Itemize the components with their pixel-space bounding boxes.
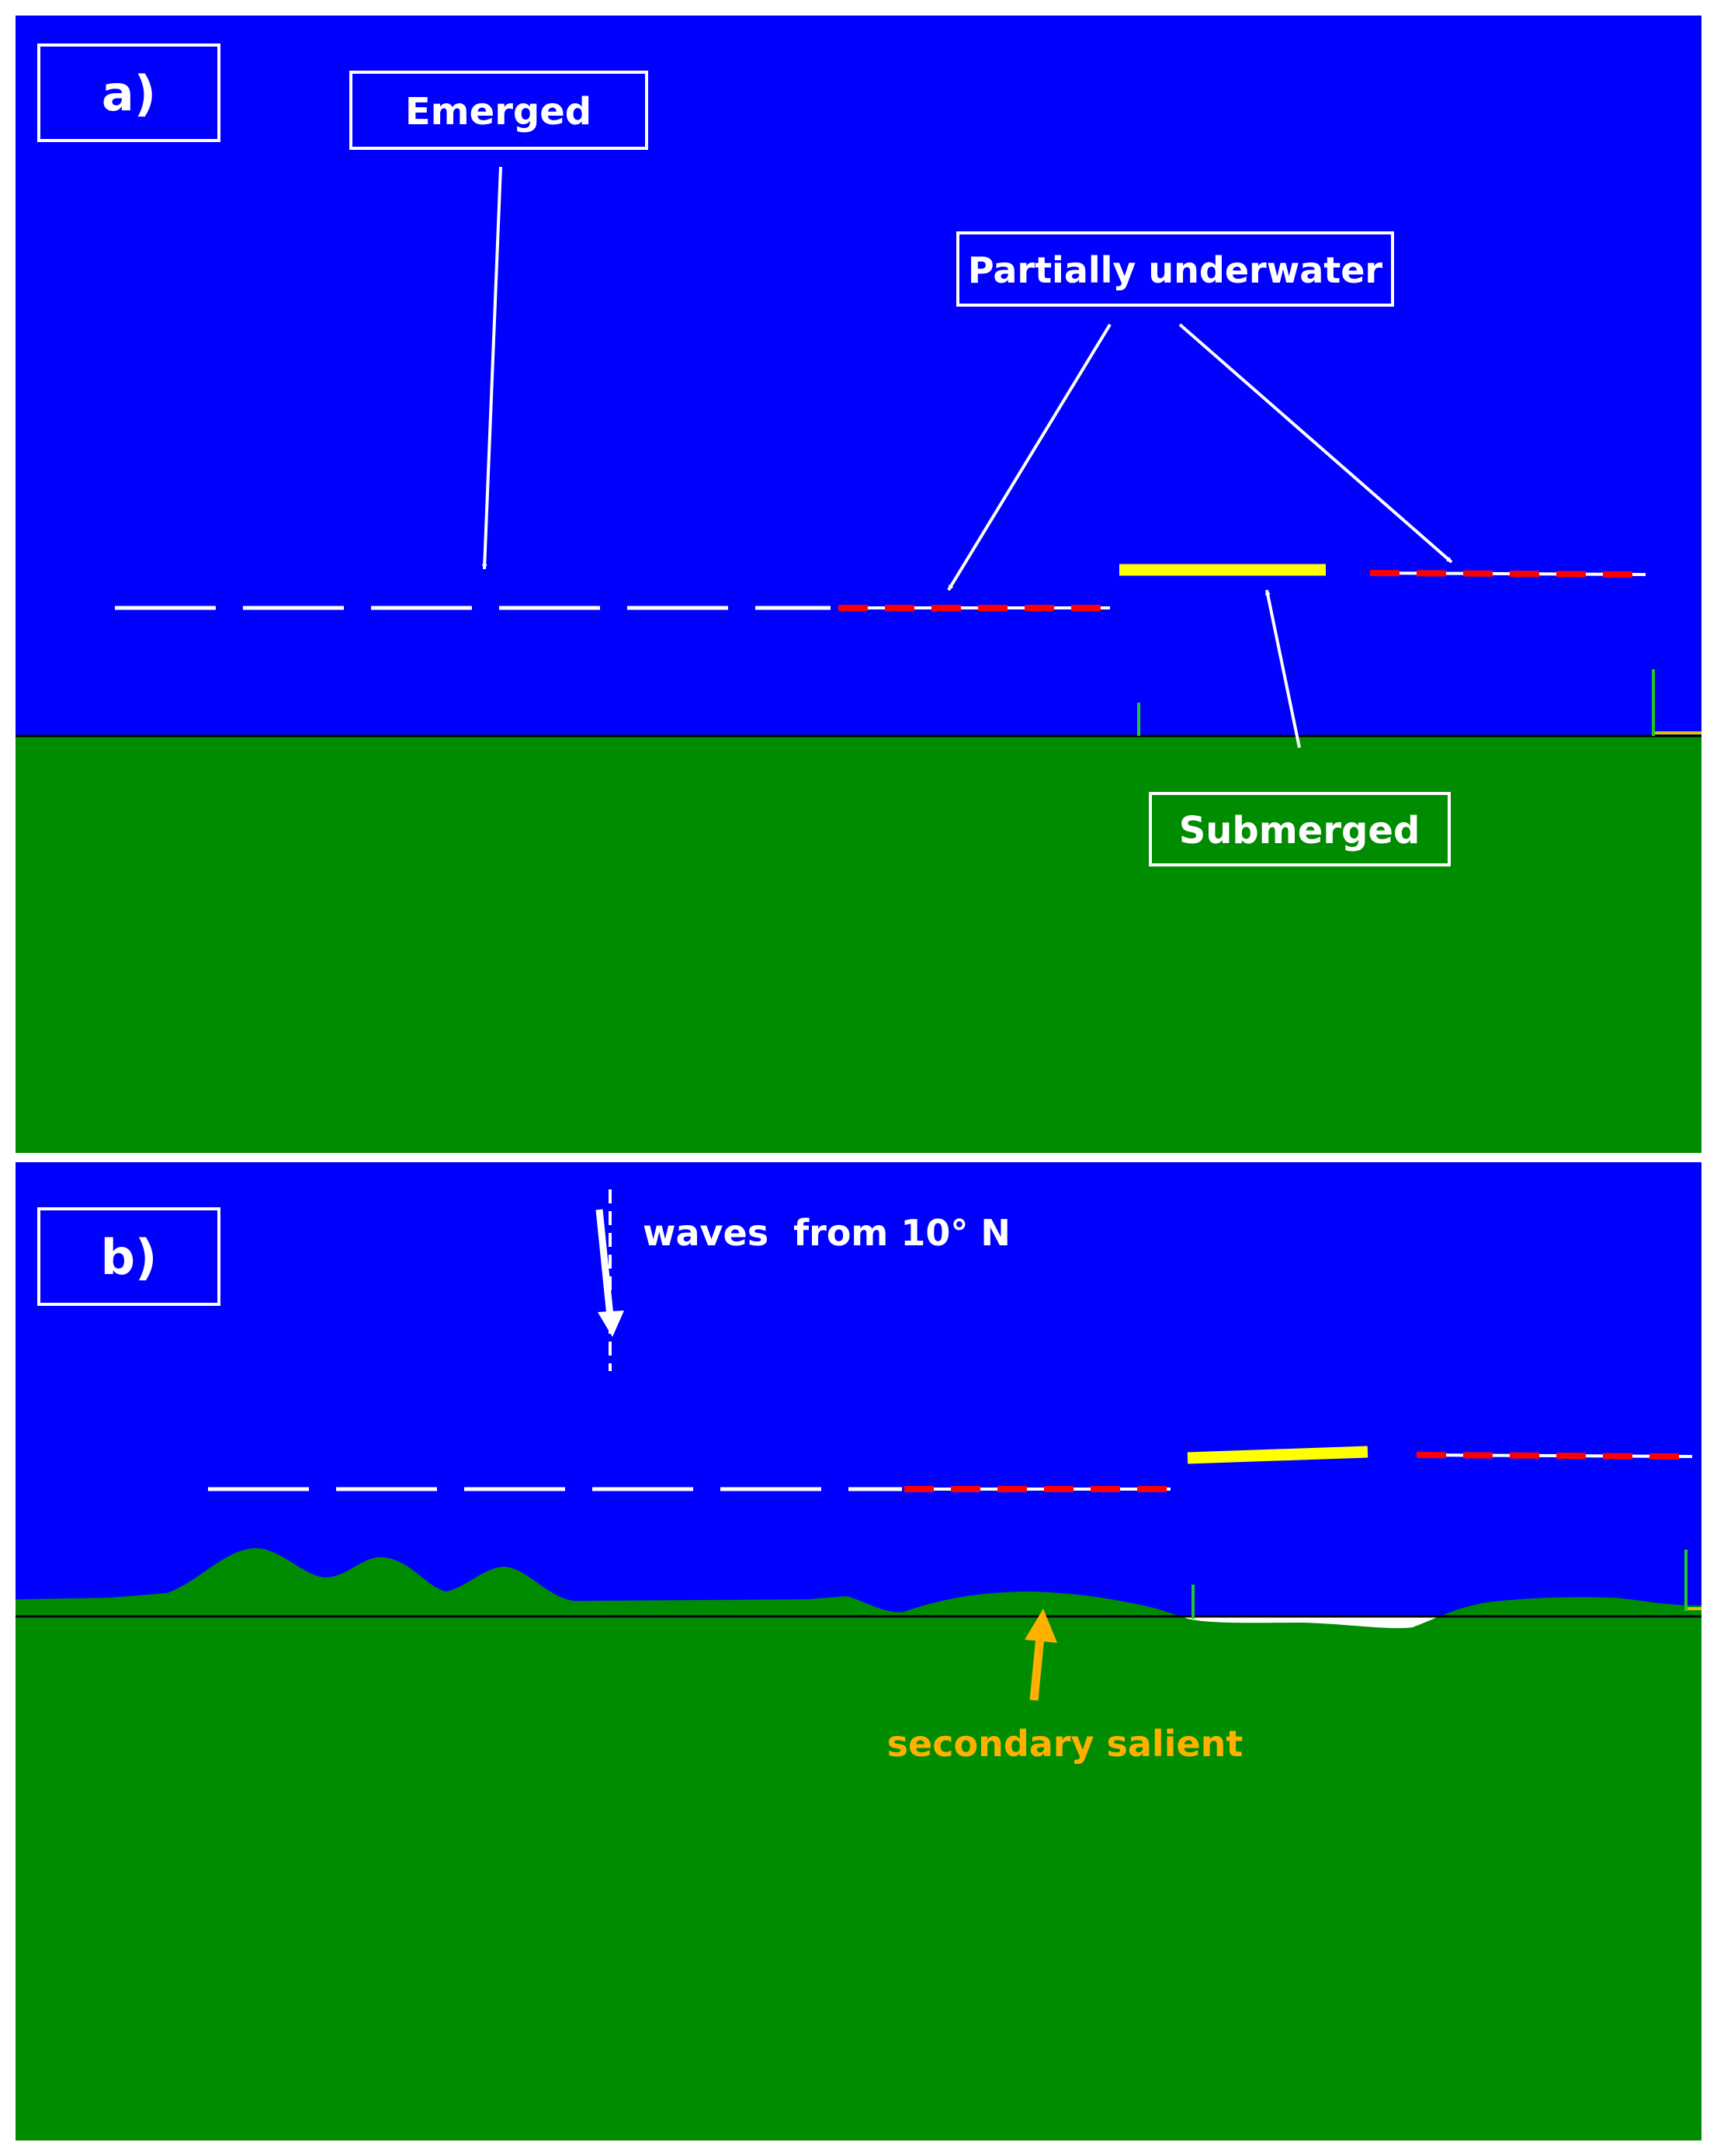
water-area xyxy=(16,1162,1701,1616)
submerged-callout: Submerged xyxy=(1179,809,1420,852)
panel-b: b) waves from 10° N secondary salient xyxy=(16,1162,1701,2140)
panel-label-box xyxy=(37,43,220,142)
emerged-callout-box xyxy=(349,71,648,150)
salient-label: secondary salient xyxy=(887,1723,1244,1765)
submerged-breakwater xyxy=(1187,1446,1368,1464)
wave-direction-label: waves from 10° N xyxy=(643,1212,1011,1254)
partial-arrow xyxy=(947,323,1112,592)
submerged-callout-box xyxy=(1149,792,1451,866)
panel-label-box xyxy=(37,1207,220,1306)
panel-label: b) xyxy=(101,1229,158,1286)
submerged-arrow xyxy=(1264,589,1301,748)
land-area xyxy=(16,1548,1701,2140)
wave-arrow-icon xyxy=(595,1209,614,1317)
emerged-arrow xyxy=(481,166,502,570)
salient-arrow-icon xyxy=(1029,1636,1045,1701)
panel-label: a) xyxy=(102,65,156,122)
partial-arrow xyxy=(1178,323,1453,564)
emerged-callout: Emerged xyxy=(405,90,591,134)
partial-callout-box xyxy=(956,231,1394,307)
partial-callout: Partially underwater xyxy=(968,249,1383,291)
panel-a: a) Emerged Partially underwater Submerge… xyxy=(16,16,1701,1153)
land-area xyxy=(16,736,1701,1153)
water-area xyxy=(16,16,1701,736)
